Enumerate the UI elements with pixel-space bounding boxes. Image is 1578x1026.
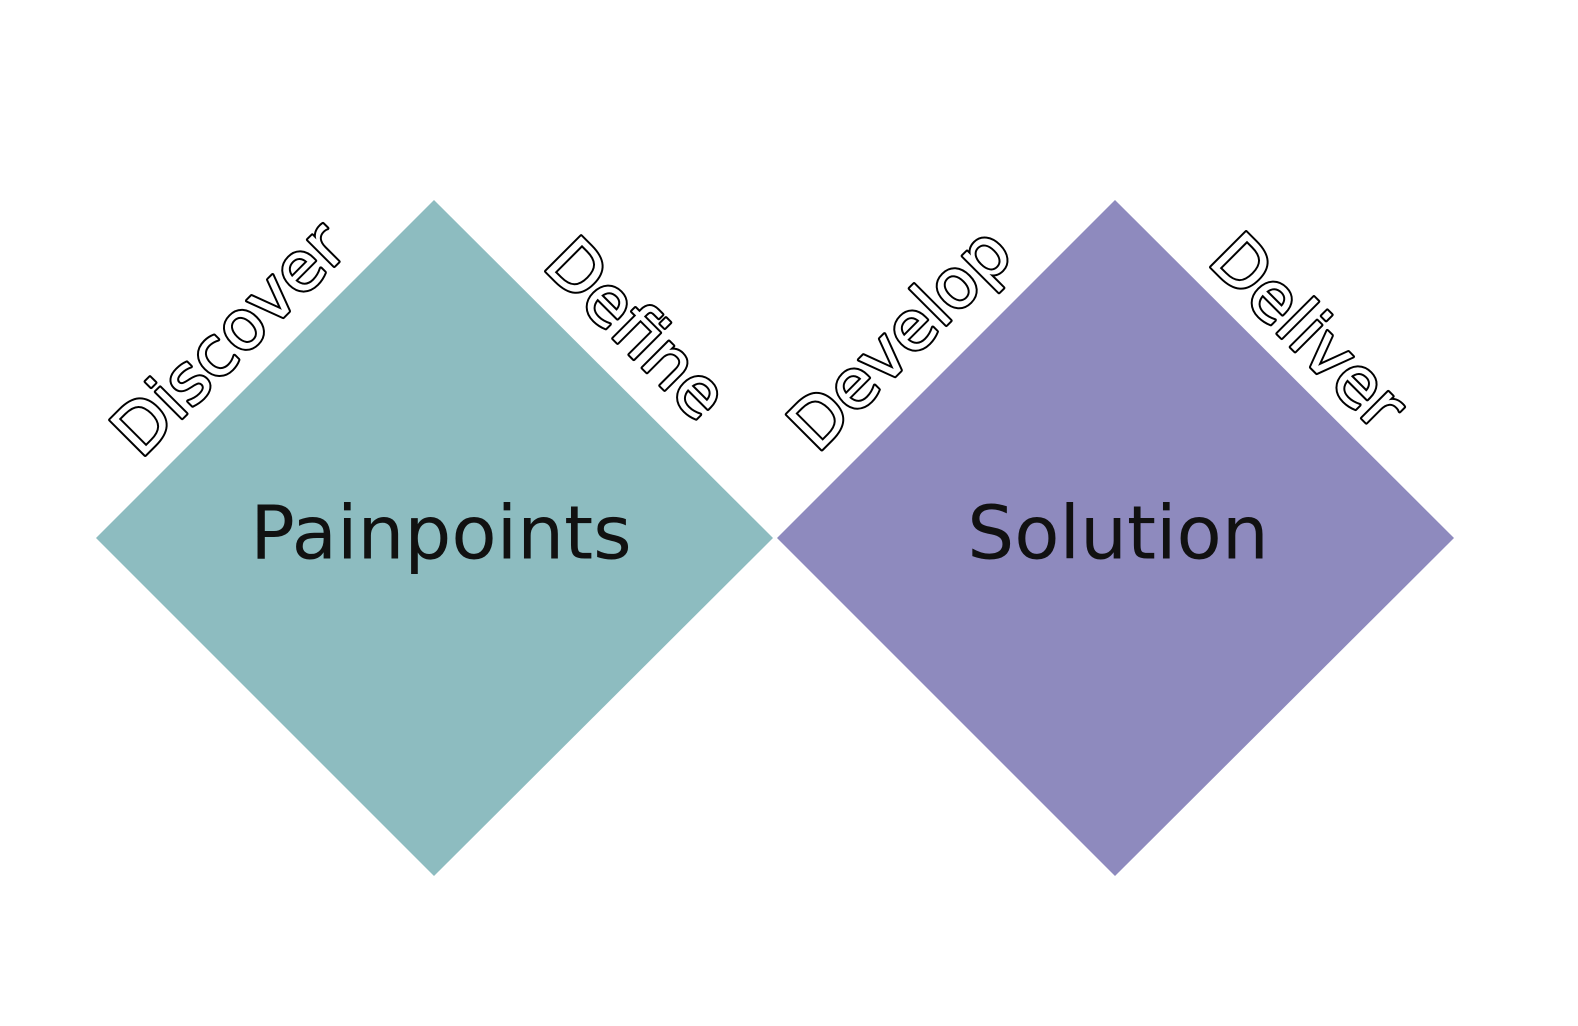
right-diamond-label: Solution xyxy=(967,491,1268,577)
left-diamond-label: Painpoints xyxy=(250,491,631,577)
right-diamond xyxy=(777,200,1454,876)
left-diamond xyxy=(96,200,773,876)
